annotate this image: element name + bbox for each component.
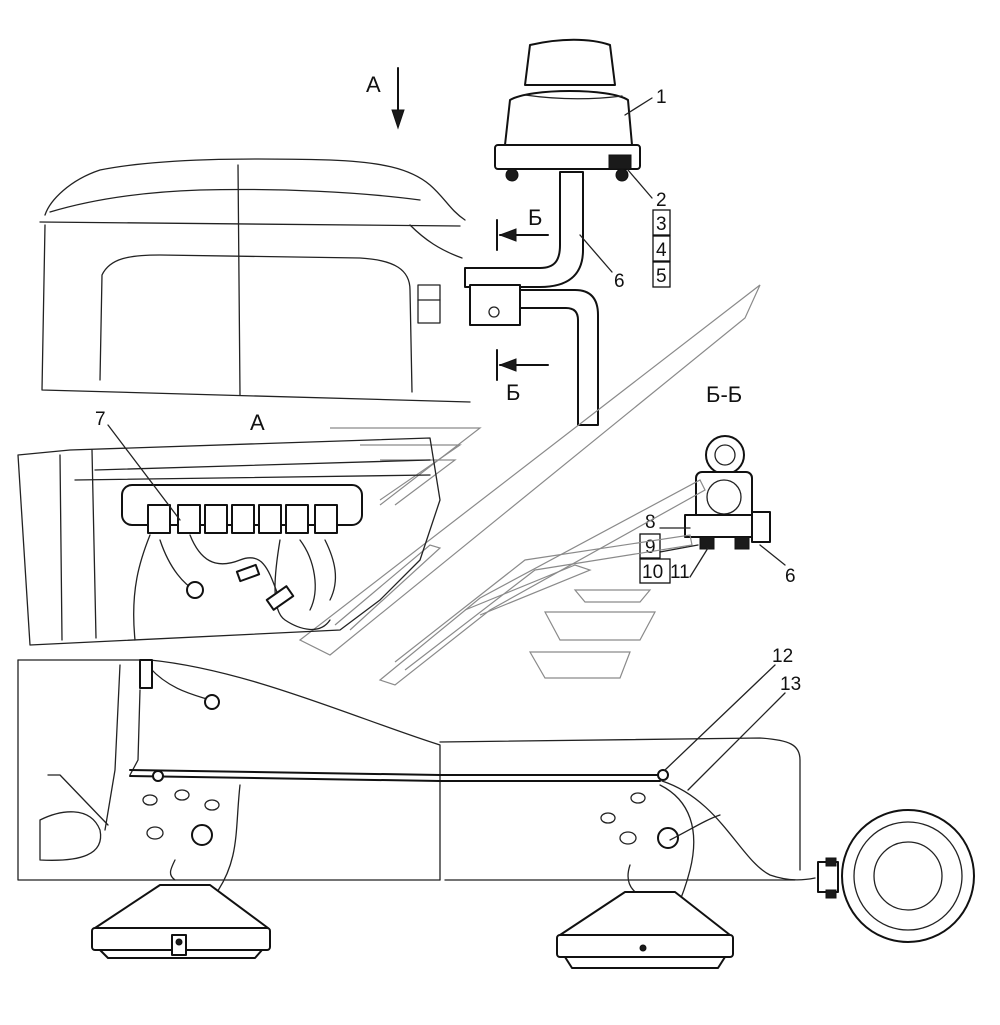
projection-lines	[298, 284, 761, 686]
label-9: 9	[645, 537, 656, 558]
label-6-upper: 6	[614, 271, 625, 292]
label-11: 11	[670, 562, 690, 583]
label-2: 2	[656, 190, 667, 211]
section-b-top-label: Б	[528, 205, 542, 230]
label-1: 1	[656, 87, 667, 108]
label-10: 10	[642, 562, 663, 583]
label-13: 13	[780, 674, 801, 695]
rear-lamp-right	[556, 864, 734, 969]
label-3: 3	[656, 214, 667, 235]
rear-lamp-left	[91, 859, 271, 959]
beacon-lamp	[494, 38, 641, 182]
view-a-label: А	[366, 72, 381, 97]
section-bb-view	[684, 435, 771, 550]
section-b-bottom-label: Б	[506, 380, 520, 405]
label-7: 7	[95, 409, 106, 430]
label-8: 8	[645, 512, 656, 533]
leaders-section	[659, 527, 786, 578]
view-a-arrow: А	[366, 67, 405, 130]
lower-view-frame	[17, 659, 816, 906]
view-a-section-label: А	[250, 410, 265, 435]
connector-row	[147, 504, 338, 534]
label-4: 4	[656, 240, 667, 261]
round-rear-light	[817, 809, 975, 943]
label-6-lower: 6	[785, 566, 796, 587]
label-5: 5	[656, 266, 667, 287]
view-a-panel	[17, 437, 441, 646]
upper-view-cab-roof	[39, 158, 471, 403]
section-b-markers: Б Б	[496, 205, 549, 405]
leaders-lower	[664, 664, 786, 791]
label-12: 12	[772, 646, 793, 667]
leaders-upper	[579, 97, 653, 273]
section-bb-label: Б-Б	[706, 382, 742, 407]
